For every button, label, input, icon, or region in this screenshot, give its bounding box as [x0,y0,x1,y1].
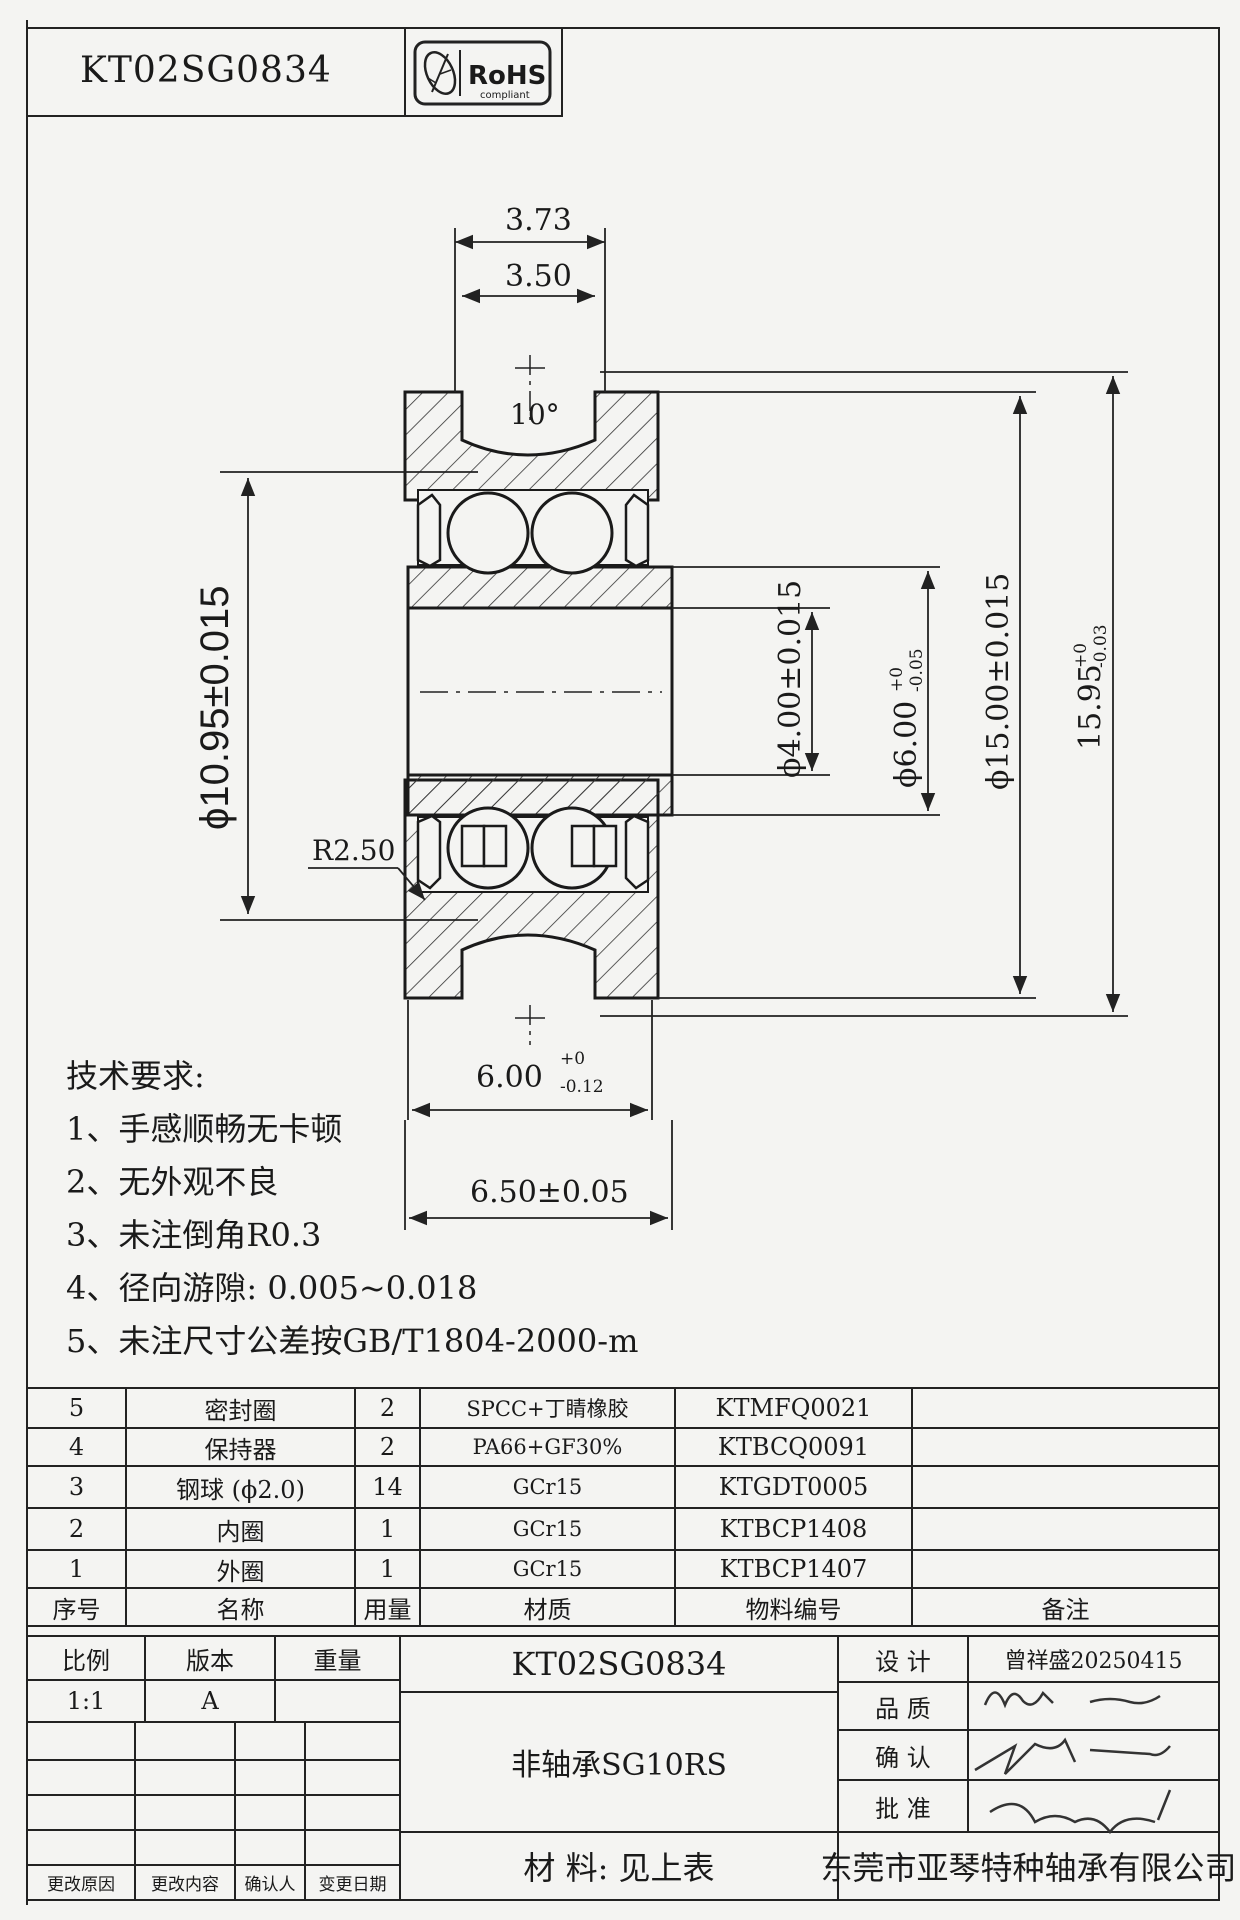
bom-cell: 2 [379,1433,396,1461]
bom-header-cell: 序号 [52,1595,101,1624]
bom-cell: 1 [68,1555,85,1583]
dim-top-width: 3.73 [505,203,572,238]
bom-cell: 1 [379,1555,396,1583]
drawing-number: KT02SG0834 [511,1645,727,1683]
approve-label: 批 准 [875,1794,931,1823]
bom-cell: 14 [372,1473,403,1501]
svg-text:+0: +0 [1071,643,1091,668]
ball-upper-right [530,491,614,575]
change-date-label: 变更日期 [318,1875,387,1895]
svg-text:+0: +0 [560,1049,585,1069]
bom-header-cell: 物料编号 [745,1595,842,1624]
technical-notes: 技术要求: 1、手感顺畅无卡顿 2、无外观不良 3、未注倒角R0.3 4、径向游… [66,1050,638,1368]
material-note: 材 料: 见上表 [523,1849,715,1887]
dim-groove-angle: 10° [510,398,560,431]
rohs-logo: RoHS compliant [413,40,552,106]
dim-bore: ϕ4.00±0.015 [773,580,808,778]
leaf-icon [423,51,457,95]
bom-cell: KTMFQ0021 [715,1394,872,1422]
bom-cell: GCr15 [512,1517,583,1541]
bearing-section [403,355,674,1045]
dim-top-inner: 3.50 [505,259,572,294]
svg-text:-0.03: -0.03 [1091,624,1111,668]
dim-width-inner: 6.00 +0 -0.12 [476,1049,604,1097]
bom-cell: 2 [379,1394,396,1422]
dim-outer-dia: ϕ15.00±0.015 [981,573,1016,790]
sheet-border [26,20,1220,1905]
bom-table-grid [27,1387,1219,1627]
bom-header-cell: 名称 [216,1595,265,1624]
bom-cell: KTBCQ0091 [717,1433,870,1461]
svg-text:ϕ6.00: ϕ6.00 [889,701,924,788]
dim-width-overall: 6.50±0.05 [470,1175,629,1210]
dimension-lines [220,228,1128,1230]
outer-ring-upper [403,390,660,502]
scale-label: 比例 [62,1646,110,1675]
title-block-grid [27,1635,1219,1900]
quality-label: 品 质 [875,1694,931,1723]
bom-cell: 内圈 [216,1517,265,1546]
confirm-label: 确 认 [875,1743,931,1772]
designer-value: 曾祥盛20250415 [1004,1649,1183,1674]
note-item: 3、未注倒角R0.3 [66,1216,322,1254]
handwritten-signatures [974,1690,1172,1835]
bom-cell: 外圈 [216,1557,265,1586]
svg-text:6.00: 6.00 [476,1060,543,1095]
bom-cell: 2 [68,1515,85,1543]
header-part-number: KT02SG0834 [80,50,332,91]
bom-cell: GCr15 [512,1475,583,1499]
svg-text:-0.05: -0.05 [907,648,927,692]
rohs-sub-text: compliant [480,90,530,101]
change-reason-label: 更改原因 [47,1875,115,1895]
notes-heading: 技术要求: [66,1057,205,1095]
note-item: 2、无外观不良 [66,1163,279,1201]
bom-cell: 1 [379,1515,396,1543]
design-label: 设 计 [875,1647,931,1676]
scale-value: 1:1 [66,1687,106,1715]
change-content-label: 更改内容 [151,1875,219,1895]
bom-cell: 3 [68,1473,85,1501]
rohs-main-text: RoHS [468,61,546,91]
bom-header-cell: 备注 [1041,1595,1090,1624]
bom-cell: SPCC+丁睛橡胶 [466,1397,629,1421]
bom-cell: 保持器 [204,1435,277,1464]
ball-upper-left [446,491,530,575]
dim-overall-dia: 15.95 +0 -0.03 [1071,624,1111,750]
company-name: 东莞市亚琴特种轴承有限公司 [820,1849,1237,1887]
dim-inner-ring-od: ϕ6.00 +0 -0.05 [887,648,927,788]
version-label: 版本 [186,1646,234,1675]
inner-ring-lower [406,773,674,817]
note-item: 1、手感顺畅无卡顿 [66,1110,343,1148]
bom-cell: 钢球 (ϕ2.0) [176,1475,305,1504]
part-name: 非轴承SG10RS [511,1748,727,1783]
bom-cell: 5 [68,1394,85,1422]
bom-cell: GCr15 [512,1557,583,1581]
svg-text:+0: +0 [887,667,907,692]
svg-text:-0.12: -0.12 [560,1077,604,1097]
dim-radius: R2.50 [312,834,395,867]
bom-header-cell: 材质 [523,1595,572,1624]
note-item: 4、径向游隙: 0.005~0.018 [66,1269,478,1307]
weight-label: 重量 [313,1646,362,1675]
bom-cell: 密封圈 [204,1396,277,1425]
bom-header-cell: 用量 [363,1595,412,1624]
bom-cell: KTBCP1407 [719,1555,868,1583]
confirmer-label: 确认人 [244,1875,296,1895]
note-item: 5、未注尺寸公差按GB/T1804-2000-m [66,1322,639,1360]
seals [416,493,650,890]
bom-cell: KTBCP1408 [719,1515,868,1543]
svg-text:15.95: 15.95 [1073,664,1108,750]
bom-cell: KTGDT0005 [718,1473,869,1501]
bom-cell: PA66+GF30% [472,1435,623,1459]
inner-ring-upper [406,565,674,610]
dim-groove-dia: ϕ10.95±0.015 [193,585,237,830]
bom-cell: 4 [68,1433,85,1461]
version-value: A [201,1687,219,1715]
